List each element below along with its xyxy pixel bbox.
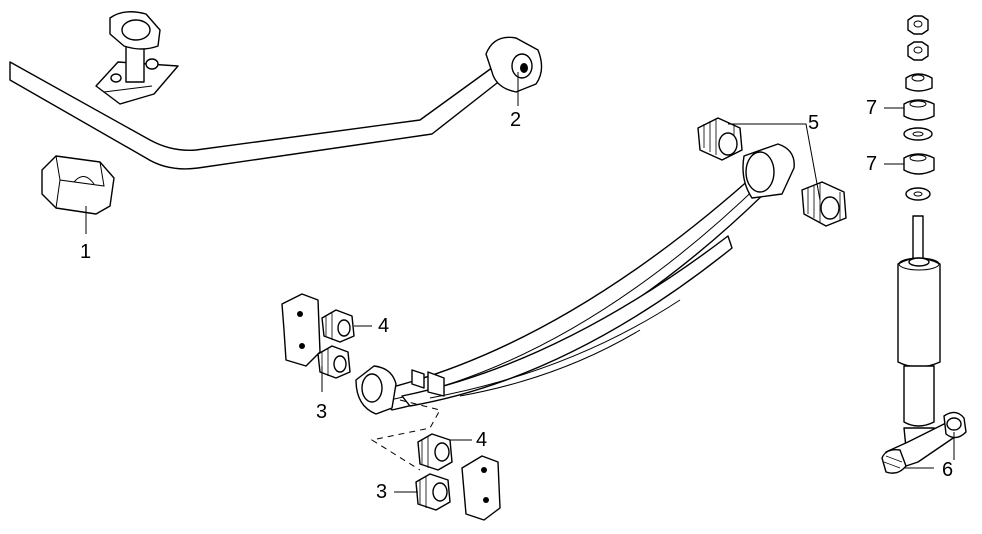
leader-lines [85, 72, 955, 493]
callout-4-upper: 4 [378, 315, 390, 337]
callout-5: 5 [808, 112, 820, 134]
callout-7-upper: 7 [866, 97, 878, 119]
callout-1: 1 [80, 241, 92, 263]
shackle-bushing-lower-4 [417, 433, 453, 471]
callout-3-lower: 3 [376, 481, 388, 503]
callout-6: 6 [942, 459, 954, 481]
shackle-plate-lower [461, 455, 501, 521]
callout-2: 2 [510, 109, 522, 131]
assembly-path-line [370, 399, 441, 471]
callout-4-lower: 4 [476, 429, 488, 451]
stabilizer-bushing [41, 155, 115, 215]
shackle-bushing-upper-3 [317, 345, 351, 379]
bar-clamp-bracket [95, 11, 179, 105]
shackle-plate-upper [281, 293, 321, 367]
shackle-bushing-upper-4 [321, 309, 355, 343]
bar-end-link [485, 36, 543, 93]
shock-absorber [881, 215, 967, 474]
stabilizer-bar [9, 61, 507, 170]
shackle-bushing-lower-3 [415, 473, 451, 511]
shock-mount-hardware-stack [903, 15, 935, 201]
spring-eye-bushing-upper [697, 117, 743, 161]
callout-3-upper: 3 [316, 401, 328, 423]
spring-eye-bushing-lower [801, 181, 847, 227]
callout-7-lower: 7 [866, 153, 878, 175]
leaf-spring [355, 143, 795, 415]
